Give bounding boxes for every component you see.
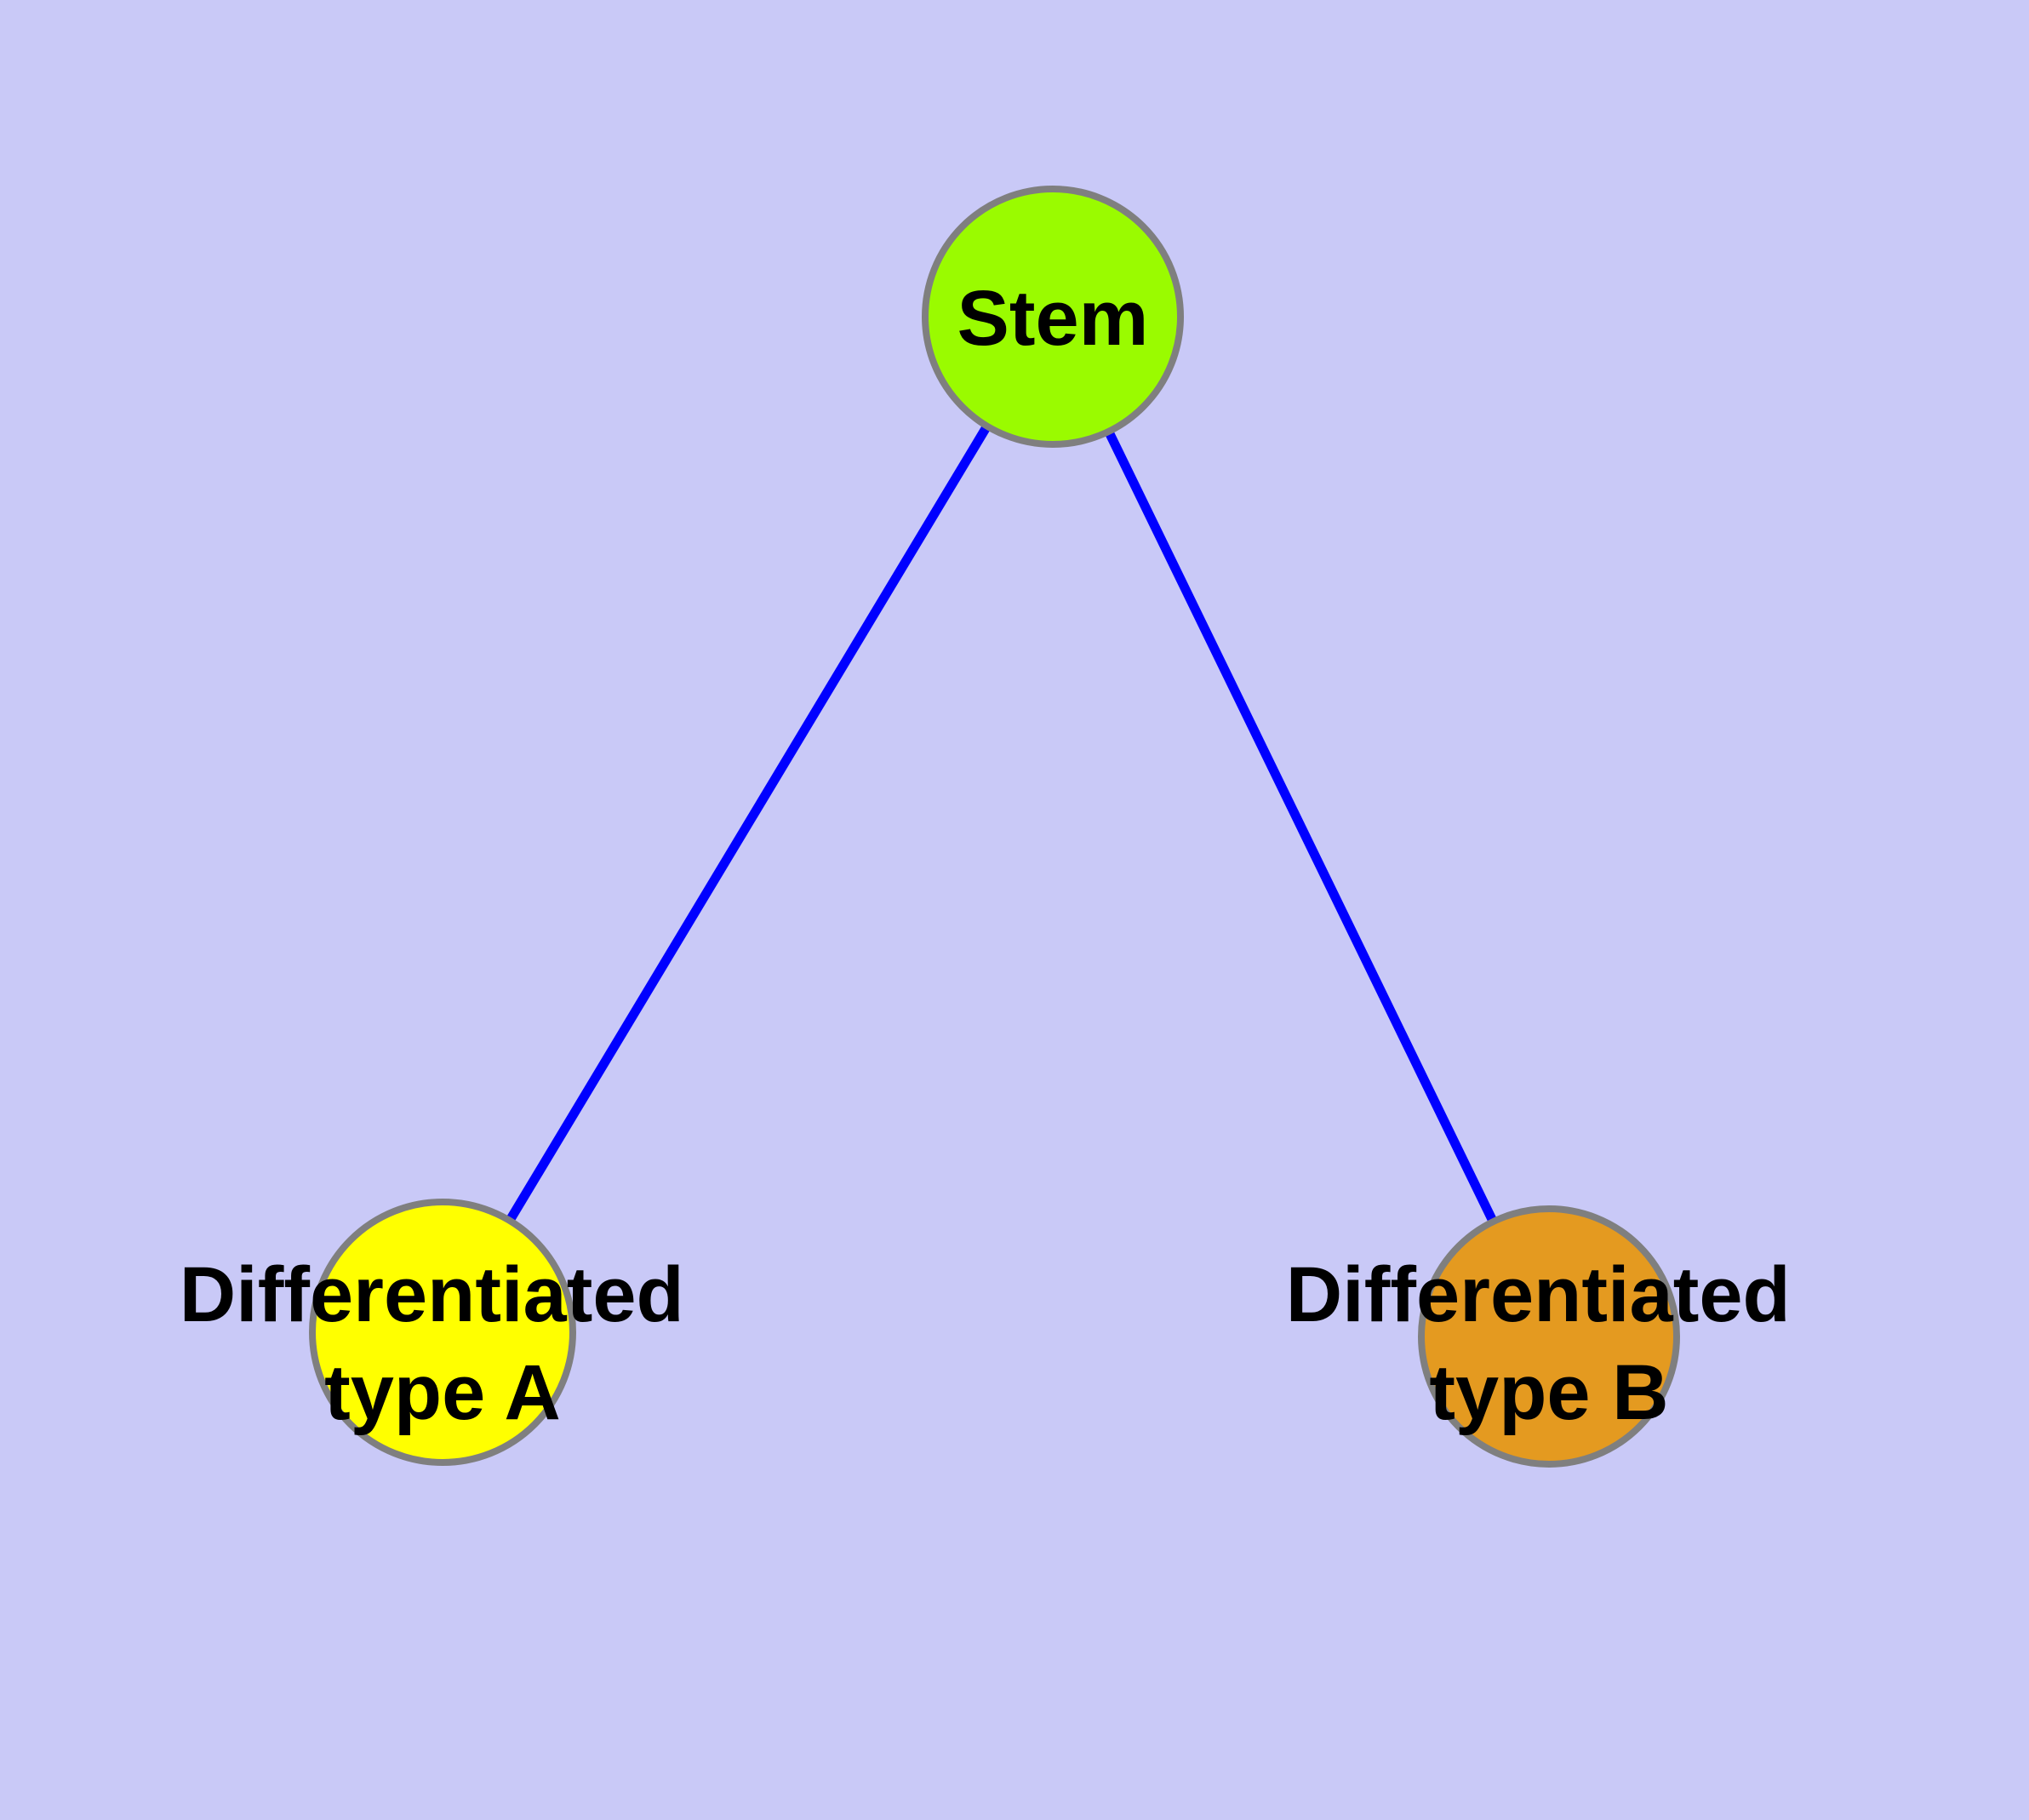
- edge-stem-to-type-a[interactable]: [438, 314, 1057, 1335]
- node-type-b-circle[interactable]: [1418, 1205, 1680, 1468]
- node-stem[interactable]: Stem: [922, 186, 1184, 448]
- edge-stem-to-type-b[interactable]: [1049, 314, 1553, 1339]
- node-stem-label: Stem: [957, 275, 1149, 362]
- node-type-a-label-line2: type A: [324, 1349, 561, 1436]
- node-type-b-label-line1: Differentiated: [1286, 1251, 1791, 1338]
- node-type-a-label: Differentiated type A: [180, 1251, 706, 1436]
- node-type-a-circle[interactable]: [309, 1199, 576, 1466]
- node-type-a[interactable]: Differentiated type A: [180, 1199, 706, 1466]
- node-type-a-label-line1: Differentiated: [180, 1251, 684, 1338]
- node-type-b[interactable]: Differentiated type B: [1286, 1205, 1813, 1468]
- node-type-b-label: Differentiated type B: [1286, 1251, 1813, 1436]
- node-type-b-label-line2: type B: [1429, 1349, 1668, 1436]
- node-stem-circle[interactable]: [922, 186, 1184, 448]
